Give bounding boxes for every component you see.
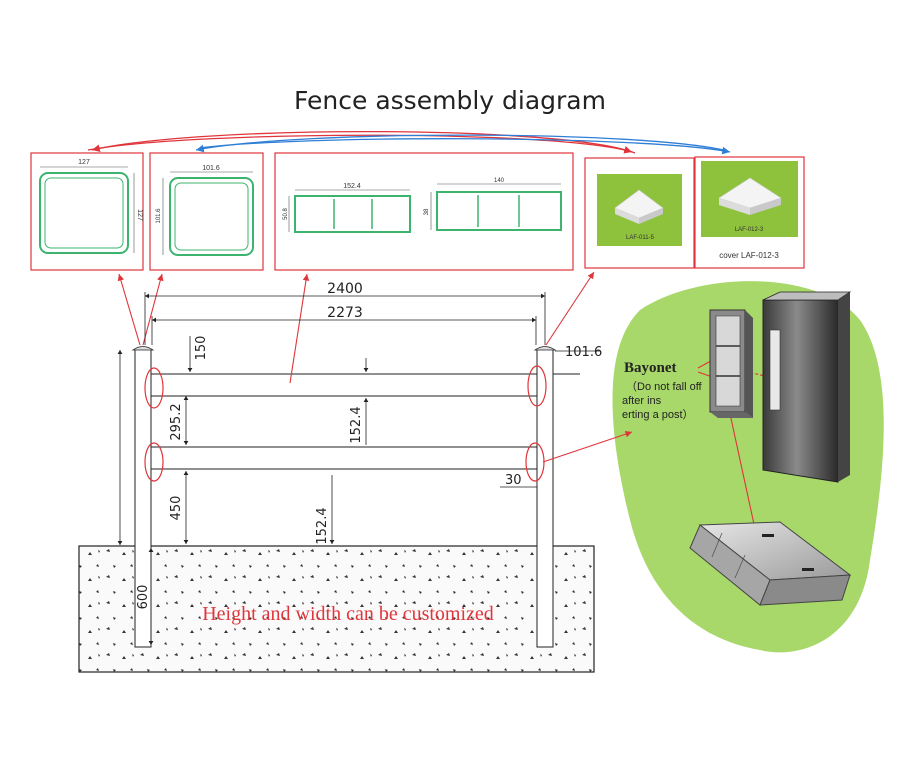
rail1-height-label: 50.8 xyxy=(283,208,289,220)
cap2-caption: cover LAF-012-3 xyxy=(719,251,779,260)
bayonet-desc-2: after ins xyxy=(622,395,662,407)
dim-inner-width: 2273 xyxy=(327,305,363,321)
dim-buried-depth: 600 xyxy=(136,585,151,610)
post127-height-label: 127 xyxy=(136,209,143,221)
dim-rail-height-1: 152.4 xyxy=(349,406,364,443)
bayonet-post-illustration xyxy=(762,291,852,483)
customize-note: Height and width can be customized xyxy=(202,603,494,625)
dim-rail-spacing: 295.2 xyxy=(169,403,184,440)
fence-rails xyxy=(150,373,580,470)
cap1-label: LAF-011-5 xyxy=(626,235,655,241)
fence-posts xyxy=(131,346,557,648)
bayonet-desc-3: erting a post） xyxy=(622,408,694,421)
post-profile-101-panel: 101.6 101.6 xyxy=(149,152,264,271)
post101-width-label: 101.6 xyxy=(202,165,220,172)
dim-rail-insert: 30 xyxy=(505,473,522,488)
dim-ground-clearance: 450 xyxy=(169,496,184,521)
rail2-width-label: 140 xyxy=(494,178,505,184)
post-cap-2-panel: LAF-012-3 cover LAF-012-3 xyxy=(694,156,805,269)
rail-profiles-panel: 152.4 50.8 140 38 xyxy=(274,152,574,271)
bayonet-connector-illustration xyxy=(709,309,753,418)
post127-width-label: 127 xyxy=(78,159,90,166)
bayonet-rail-illustration xyxy=(689,521,852,606)
bayonet-desc-1: （Do not fall off xyxy=(626,380,703,393)
diagram-title: Fence assembly diagram xyxy=(294,86,606,115)
ground-block xyxy=(78,545,595,673)
post-profile-127-panel: 127 127 xyxy=(30,152,144,271)
post101-height-label: 101.6 xyxy=(156,208,162,224)
cap2-label: LAF-012-3 xyxy=(735,227,764,233)
dimension-lines xyxy=(117,292,600,645)
rail-joint-callouts xyxy=(144,365,547,482)
rail1-width-label: 152.4 xyxy=(343,183,361,190)
link-arrows xyxy=(87,130,731,155)
dim-total-width: 2400 xyxy=(327,281,363,297)
dim-rail-height-2: 152.4 xyxy=(315,507,330,544)
dim-post-top: 150 xyxy=(194,336,209,361)
bayonet-title: Bayonet xyxy=(624,360,677,376)
post-cap-1-panel: LAF-011-5 xyxy=(584,157,695,269)
dim-post-size: 101.6 xyxy=(565,345,602,360)
rail2-height-label: 38 xyxy=(424,208,430,215)
